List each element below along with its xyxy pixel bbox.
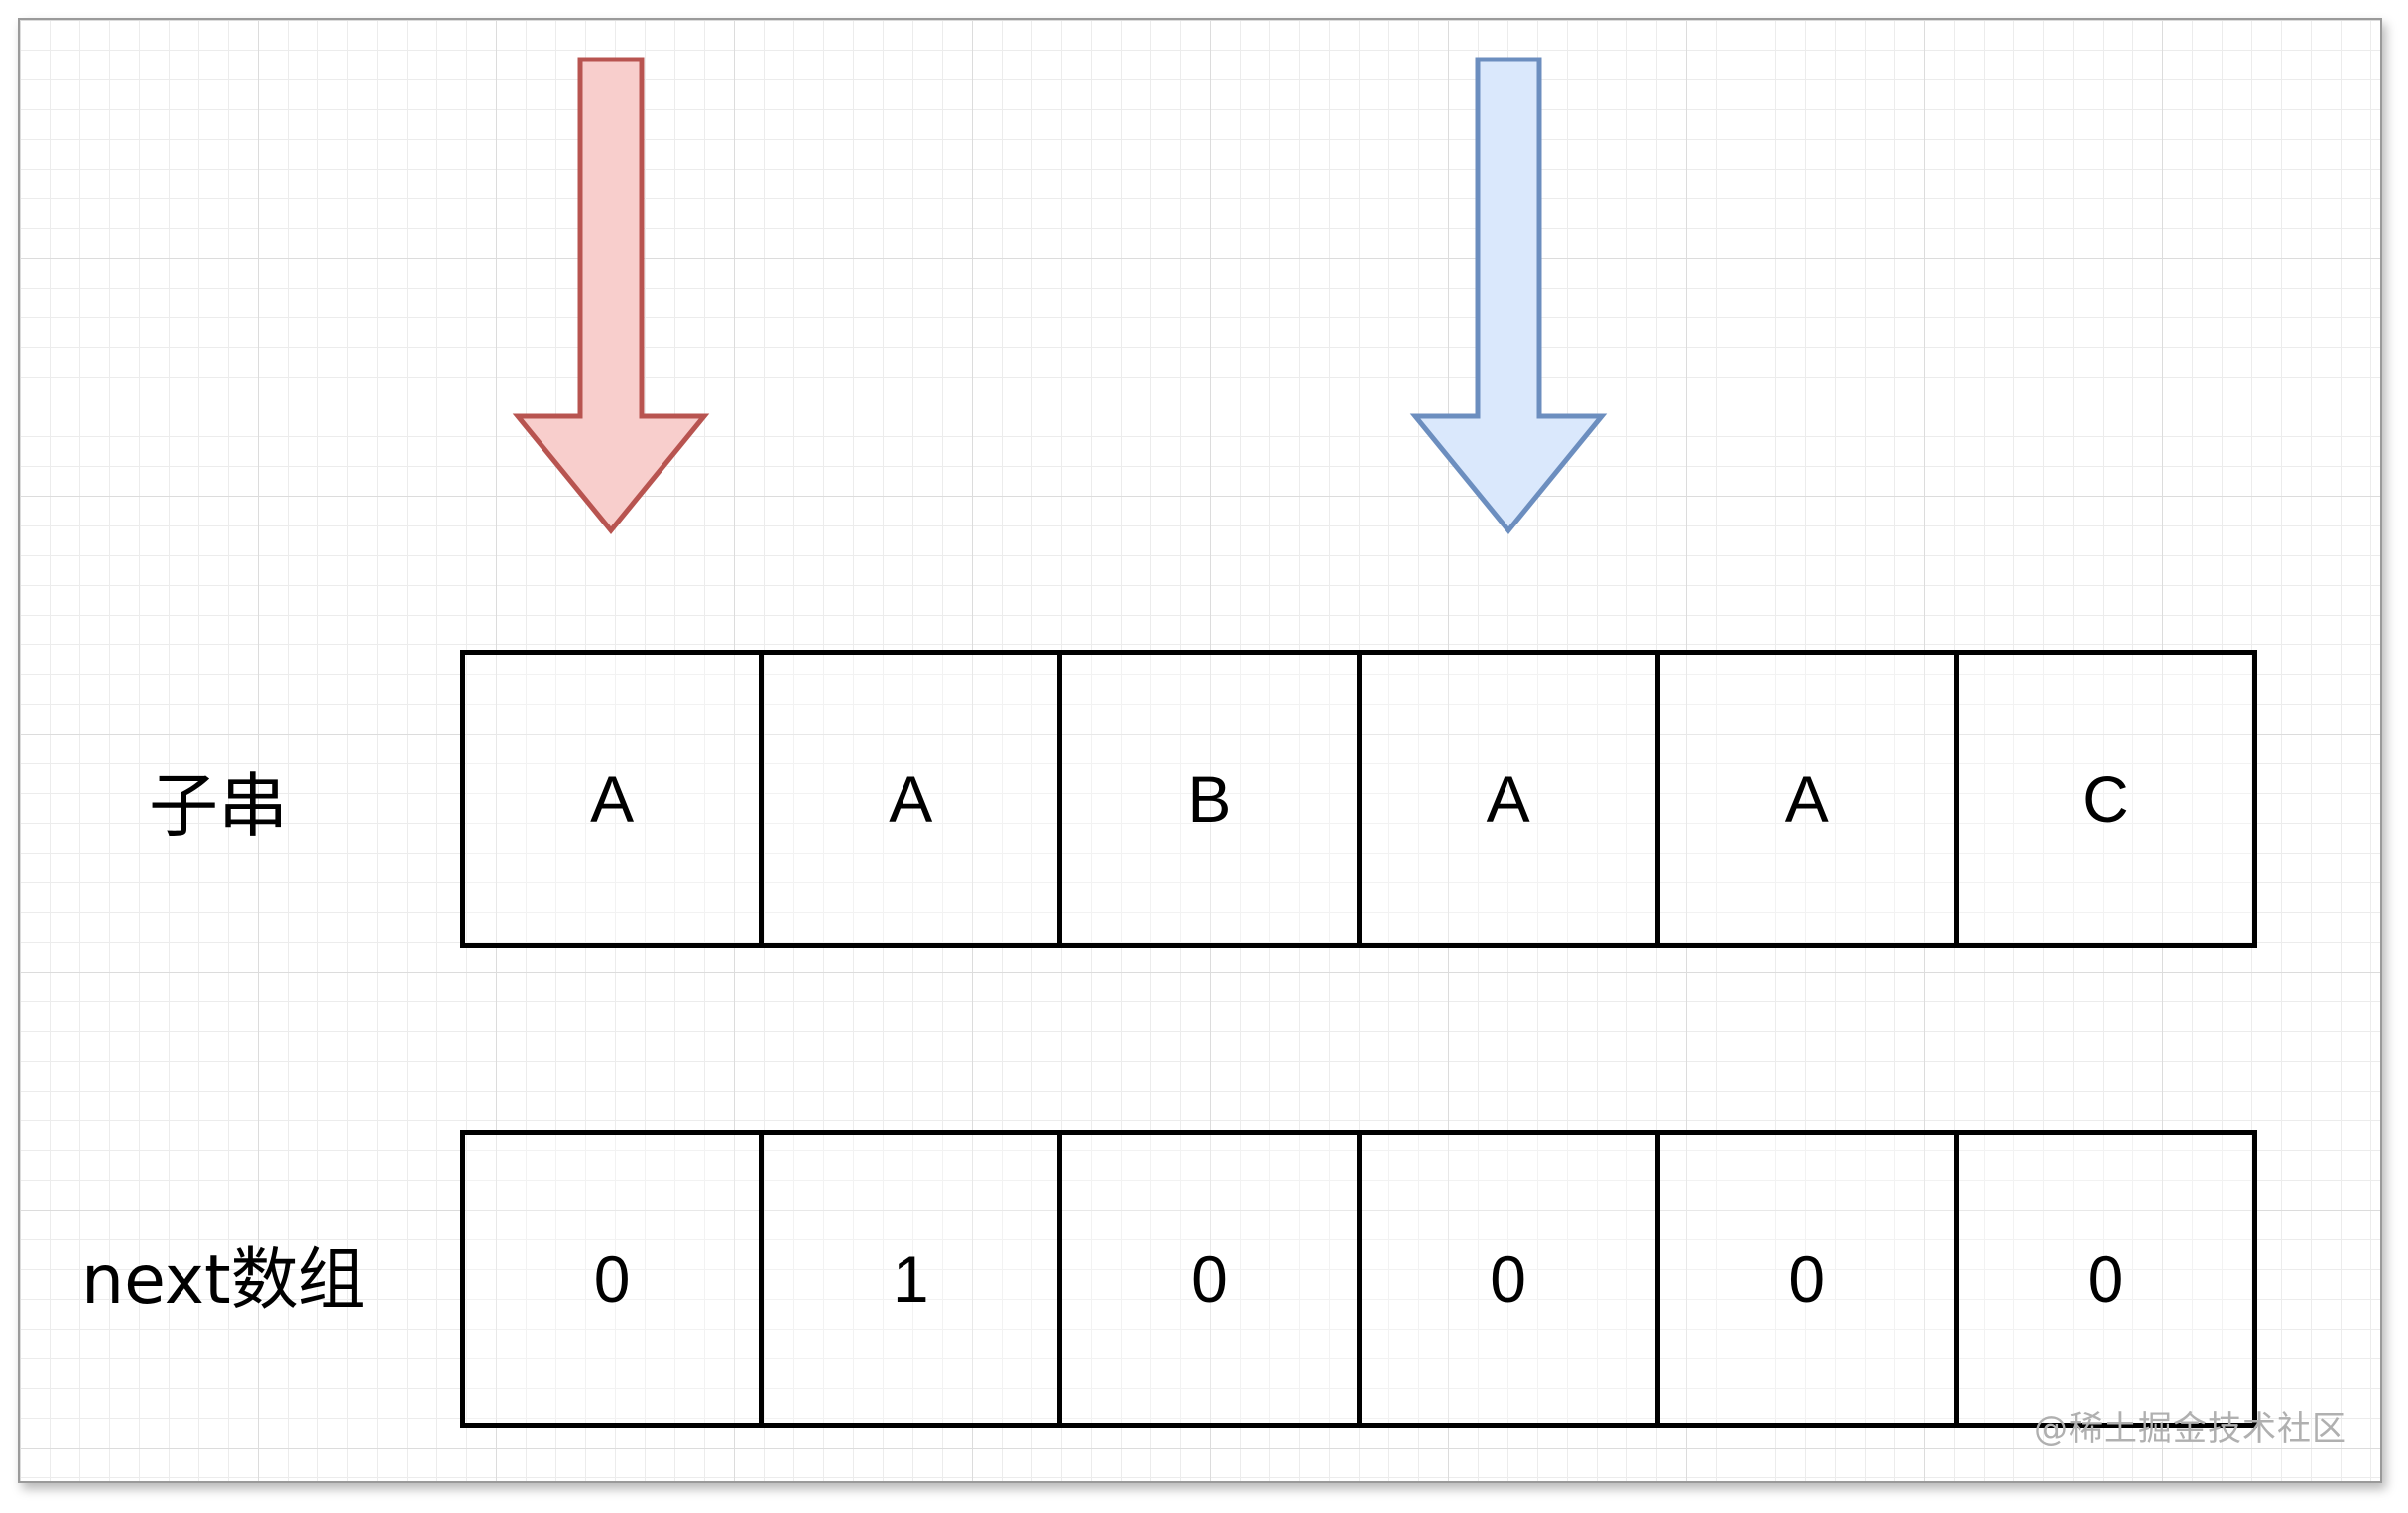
blue-down-arrow-icon <box>1409 57 1608 534</box>
substring-cell: A <box>1660 655 1959 943</box>
next-array-row-label: next数组 <box>81 1241 366 1320</box>
next-array-cell: 0 <box>2087 1242 2124 1316</box>
substring-cell: C <box>2082 762 2129 836</box>
substring-cell: B <box>1062 655 1362 943</box>
next-array-cell: 0 <box>1362 1135 1660 1423</box>
watermark: @稀土掘金技术社区 <box>2034 1409 2347 1449</box>
substring-cell: A <box>764 655 1063 943</box>
next-array-cell: 0 <box>1062 1135 1362 1423</box>
next-array-row: 0 1 0 0 0 0 <box>460 1130 2257 1428</box>
substring-row: A A B A A C <box>460 650 2257 948</box>
substring-cell: A <box>465 655 765 943</box>
substring-row-label: 子串 <box>149 765 288 847</box>
red-down-arrow-icon <box>512 57 710 534</box>
next-array-cell: 0 <box>465 1135 765 1423</box>
diagram-canvas <box>18 18 2382 1483</box>
substring-cell: A <box>1362 655 1660 943</box>
next-array-cell: 0 <box>1660 1135 1959 1423</box>
next-array-cell: 1 <box>764 1135 1063 1423</box>
